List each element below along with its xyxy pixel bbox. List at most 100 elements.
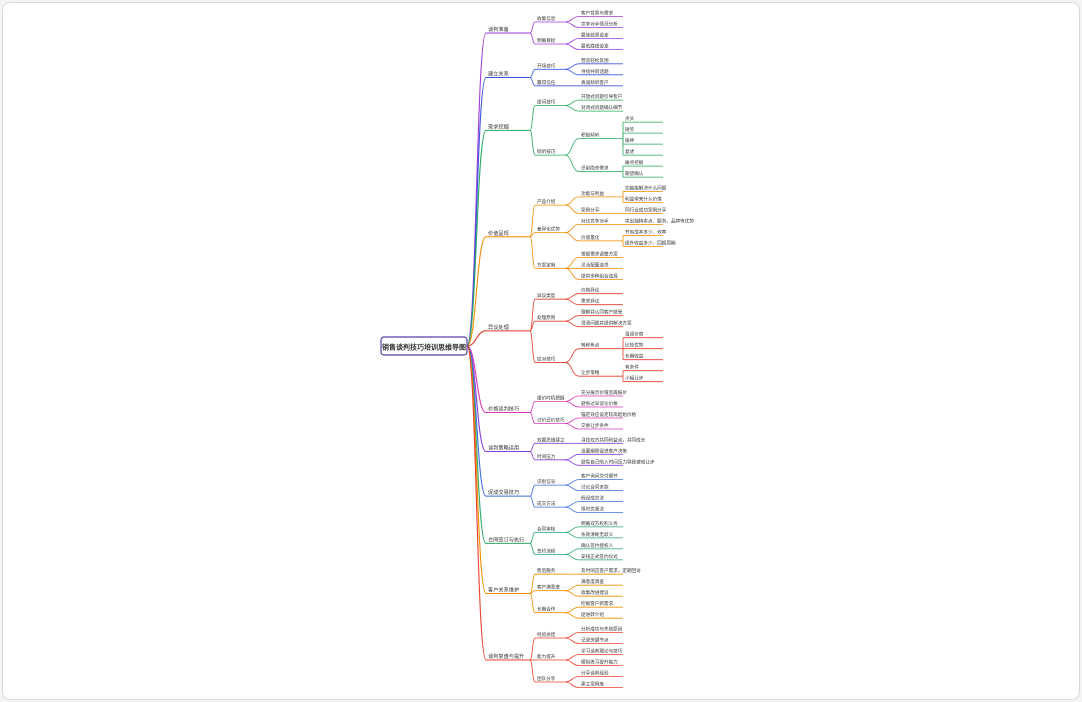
topic-node[interactable]: 时间压力 (535, 453, 565, 461)
leaf-node[interactable]: 期望确认 (623, 170, 663, 178)
branch-node[interactable]: 合同签订与执行 (486, 535, 530, 544)
leaf-node[interactable]: 封闭式问题确认细节 (579, 104, 623, 112)
branch-node[interactable]: 需求挖掘 (486, 122, 530, 131)
leaf-node[interactable]: 寻找共同话题 (579, 68, 623, 76)
topic-node[interactable]: 识别隐含需求 (579, 165, 623, 173)
topic-node[interactable]: 产品介绍 (535, 198, 565, 206)
topic-node[interactable]: 案例分享 (579, 206, 623, 214)
leaf-node[interactable]: 学习谈判理论与技巧 (579, 648, 623, 655)
leaf-node[interactable]: 竞争对手情况分析 (579, 21, 623, 28)
topic-node[interactable]: 识别信号 (535, 478, 565, 486)
topic-node[interactable]: 客户满意度 (535, 584, 565, 592)
leaf-node[interactable]: 强调价值 (623, 331, 663, 339)
leaf-node[interactable]: 收集改进建议 (579, 589, 623, 597)
topic-node[interactable]: 开场技巧 (535, 62, 565, 70)
leaf-node[interactable]: 利益带来什么价值 (623, 195, 663, 203)
leaf-node[interactable]: 促进转介绍 (579, 611, 623, 619)
leaf-node[interactable]: 节省成本多少、效率 (623, 228, 667, 236)
leaf-node[interactable]: 及时响应客户需求，定期回访 (579, 567, 641, 575)
leaf-node[interactable]: 根据需求调整方案 (579, 250, 623, 258)
branch-node[interactable]: 促成交易技巧 (486, 488, 530, 497)
leaf-node[interactable]: 开放式问题引导客户 (579, 93, 623, 101)
leaf-node[interactable]: 记录关键节点 (579, 637, 623, 644)
leaf-node[interactable]: 建立案例库 (579, 681, 623, 688)
leaf-node[interactable]: 突出独特卖点、服务、品牌等优势 (623, 217, 694, 225)
leaf-node[interactable]: 灵活配置选项 (579, 261, 623, 269)
leaf-node[interactable]: 分享谈判经验 (579, 670, 623, 677)
topic-node[interactable]: 报价时机把握 (535, 395, 565, 402)
branch-node[interactable]: 谈判准备 (486, 25, 530, 34)
topic-node[interactable]: 收集信息 (535, 15, 565, 23)
leaf-node[interactable]: 明确双方权利义务 (579, 520, 623, 528)
topic-node[interactable]: 团队分享 (535, 675, 565, 683)
topic-node[interactable]: 对比竞争对手 (579, 217, 623, 225)
topic-node[interactable]: 积极倾听 (579, 132, 623, 140)
leaf-node[interactable]: 设置期限促进客户决策 (579, 447, 627, 455)
leaf-node[interactable]: 同行业成功案例分享 (623, 206, 667, 214)
leaf-node[interactable]: 安排正式签约仪式 (579, 553, 623, 561)
topic-node[interactable]: 功能与利益 (579, 190, 623, 198)
topic-node[interactable]: 赢得信任 (535, 79, 565, 87)
leaf-node[interactable]: 客户背景与需求 (579, 10, 623, 17)
topic-node[interactable]: 合同审核 (535, 525, 565, 533)
leaf-node[interactable]: 客户询问交付细节 (579, 473, 623, 481)
branch-node[interactable]: 异议处理 (486, 323, 530, 332)
leaf-node[interactable]: 分析成功与失败原因 (579, 626, 623, 633)
leaf-node[interactable]: 锚定效应设定较高起始价格 (579, 411, 637, 419)
leaf-node[interactable]: 提供多种组合选择 (579, 272, 623, 280)
branch-node[interactable]: 客户关系维护 (486, 585, 530, 594)
leaf-node[interactable]: 理解并认同客户感受 (579, 309, 623, 317)
leaf-node[interactable]: 小幅让步 (623, 375, 663, 383)
leaf-node[interactable]: 限时优惠法 (579, 506, 623, 514)
topic-node[interactable]: 倾听技巧 (535, 148, 565, 156)
root-node[interactable]: 销售谈判技巧培训思维导图 (380, 336, 468, 356)
leaf-node[interactable]: 充分展示价值后再报价 (579, 389, 627, 397)
leaf-node[interactable]: 确认签约授权人 (579, 542, 623, 550)
topic-node[interactable]: 能力提升 (535, 653, 565, 661)
leaf-node[interactable]: 满意度调查 (579, 578, 623, 586)
topic-node[interactable]: 提问技巧 (535, 99, 565, 106)
leaf-node[interactable]: 讨论合同条款 (579, 484, 623, 492)
leaf-node[interactable]: 交换让步条件 (579, 422, 623, 430)
topic-node[interactable]: 异议类型 (535, 292, 565, 300)
topic-node[interactable]: 讨价还价技巧 (535, 417, 565, 424)
branch-node[interactable]: 价格谈判技巧 (486, 405, 530, 413)
leaf-node[interactable]: 真诚倾听客户 (579, 79, 623, 87)
leaf-node[interactable]: 假设成交法 (579, 495, 623, 503)
leaf-node[interactable]: 避免过早谈论价格 (579, 400, 623, 408)
leaf-node[interactable]: 营造轻松氛围 (579, 57, 623, 65)
topic-node[interactable]: 让步策略 (579, 369, 623, 377)
topic-node[interactable]: 双赢思维建立 (535, 436, 565, 444)
leaf-node[interactable]: 痛点挖掘 (623, 159, 663, 167)
leaf-node[interactable]: 有条件 (623, 364, 663, 372)
leaf-node[interactable]: 眼神 (623, 137, 663, 145)
leaf-node[interactable]: 澄清问题并提供解决方案 (579, 320, 632, 328)
leaf-node[interactable]: 复述 (623, 148, 663, 156)
topic-node[interactable]: 应对技巧 (535, 355, 565, 363)
topic-node[interactable]: 成交方法 (535, 500, 565, 508)
topic-node[interactable]: 售后服务 (535, 567, 565, 575)
branch-node[interactable]: 建立关系 (486, 70, 530, 79)
leaf-node[interactable]: 长期收益 (623, 353, 663, 361)
branch-node[interactable]: 谈判复盘与提升 (486, 652, 530, 661)
topic-node[interactable]: 明确目标 (535, 37, 565, 45)
leaf-node[interactable]: 最佳结果设定 (579, 32, 623, 39)
leaf-node[interactable]: 提升收益多少、回报周期 (623, 239, 676, 247)
leaf-node[interactable]: 挖掘客户新需求 (579, 600, 623, 608)
branch-node[interactable]: 谈判策略运用 (486, 444, 530, 453)
topic-node[interactable]: 处理原则 (535, 314, 565, 322)
topic-node[interactable]: 价值量化 (579, 234, 623, 242)
topic-node[interactable]: 转移焦点 (579, 342, 623, 350)
leaf-node[interactable]: 功能能解决什么问题 (623, 184, 667, 192)
leaf-node[interactable]: 条款清晰无歧义 (579, 531, 623, 539)
topic-node[interactable]: 差异化优势 (535, 226, 565, 234)
leaf-node[interactable]: 点头 (623, 115, 663, 123)
leaf-node[interactable]: 模拟练习提升能力 (579, 659, 623, 666)
leaf-node[interactable]: 比较优势 (623, 342, 663, 350)
leaf-node[interactable]: 需求异议 (579, 298, 623, 306)
leaf-node[interactable]: 价格异议 (579, 287, 623, 295)
topic-node[interactable]: 签约流程 (535, 547, 565, 555)
branch-node[interactable]: 价值呈现 (486, 229, 530, 238)
topic-node[interactable]: 长期合作 (535, 606, 565, 614)
